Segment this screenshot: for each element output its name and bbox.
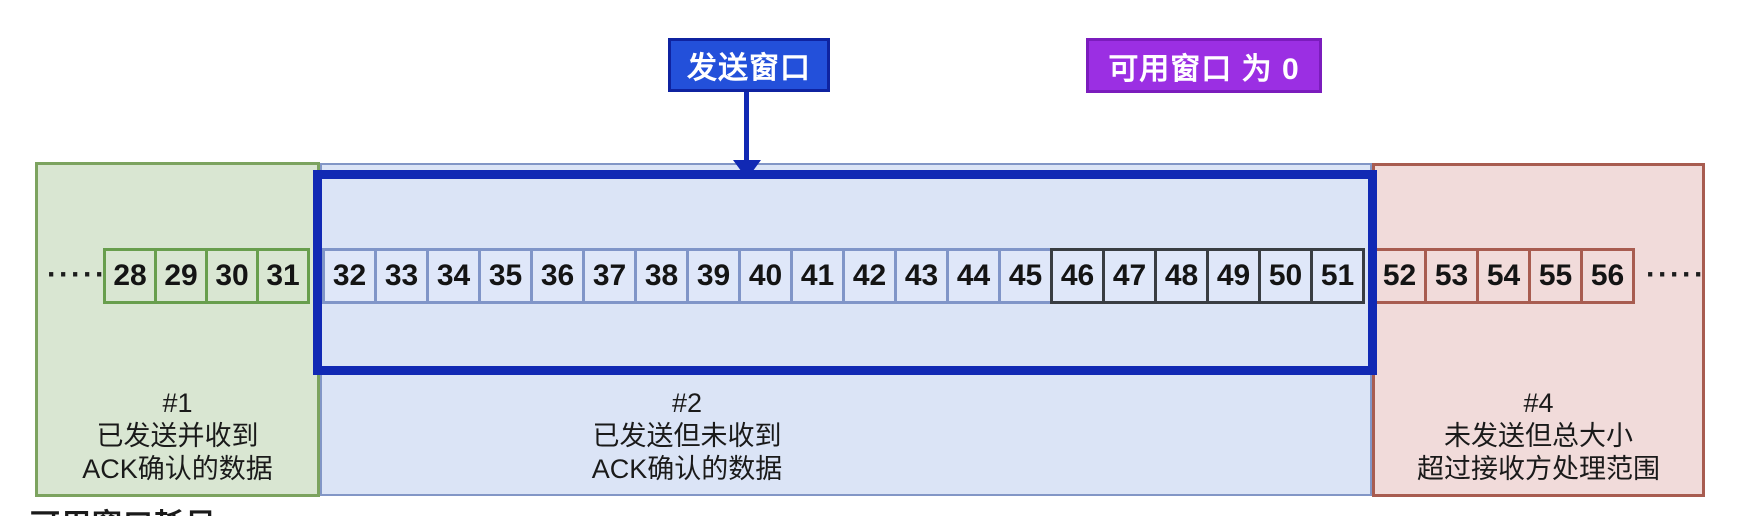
send-window-label: 发送窗口 — [668, 38, 830, 92]
right-ellipsis: ····· — [1646, 258, 1706, 291]
sequence-cell: 52 — [1372, 248, 1427, 304]
region-desc-line: 已发送但未收到 — [592, 421, 782, 451]
sequence-cell: 35 — [478, 248, 533, 304]
region-tag: #1 — [162, 388, 193, 418]
sequence-cell: 54 — [1476, 248, 1531, 304]
sequence-cell: 41 — [790, 248, 845, 304]
sequence-cell: 49 — [1206, 248, 1261, 304]
sequence-cell: 51 — [1310, 248, 1365, 304]
region-label-acked: #1 已发送并收到 ACK确认的数据 — [35, 387, 320, 486]
region-not-sent-overflow — [1372, 163, 1705, 497]
available-window-label: 可用窗口 为 0 — [1086, 38, 1322, 93]
sequence-cell: 34 — [426, 248, 481, 304]
send-window-outline — [313, 170, 1377, 375]
region-desc-line: 未发送但总大小 — [1444, 421, 1633, 451]
sequence-cell: 37 — [582, 248, 637, 304]
region-desc-line: 已发送并收到 — [96, 421, 259, 451]
region-desc-line: 超过接收方处理范围 — [1417, 454, 1660, 484]
sequence-cell: 53 — [1424, 248, 1479, 304]
sequence-cell: 39 — [686, 248, 741, 304]
sequence-cell: 56 — [1580, 248, 1635, 304]
region-acked — [35, 162, 320, 497]
sequence-cell: 55 — [1528, 248, 1583, 304]
region-label-sent-unacked: #2 已发送但未收到 ACK确认的数据 — [322, 387, 1052, 486]
sequence-cell: 28 — [103, 248, 157, 304]
sequence-cell: 40 — [738, 248, 793, 304]
left-ellipsis: ····· — [47, 258, 107, 291]
send-window-arrow — [744, 92, 749, 162]
sequence-cell: 43 — [894, 248, 949, 304]
region-tag: #2 — [671, 388, 703, 418]
sequence-cell: 30 — [205, 248, 259, 304]
region-sent-unacked — [320, 163, 1372, 496]
sequence-cell: 31 — [256, 248, 310, 304]
region-label-overflow: #4 未发送但总大小 超过接收方处理范围 — [1372, 387, 1705, 486]
region-tag: #4 — [1523, 388, 1554, 418]
sequence-cell: 33 — [374, 248, 429, 304]
region-desc-line: ACK确认的数据 — [591, 454, 783, 484]
sequence-cell: 29 — [154, 248, 208, 304]
figure-caption: 可用窗口耗尽 — [30, 500, 216, 516]
region-desc-line: ACK确认的数据 — [82, 454, 273, 484]
